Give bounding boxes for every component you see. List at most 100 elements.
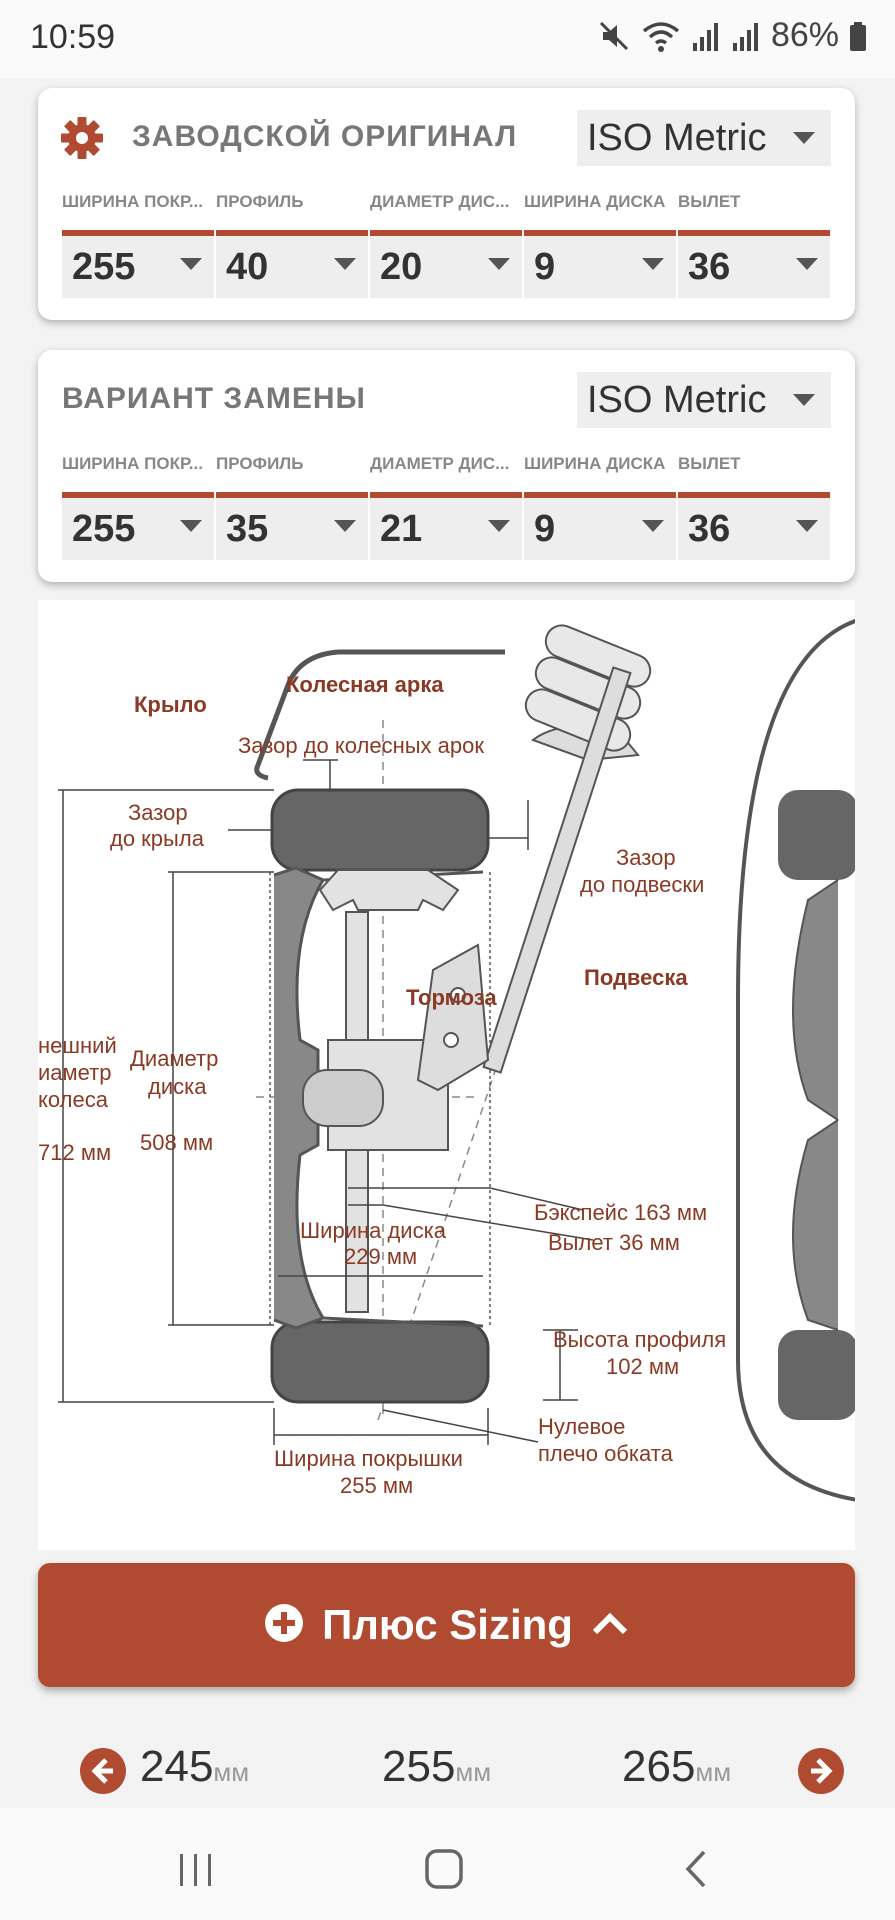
next-tire-top	[778, 790, 855, 880]
label-offset: Вылет 36 мм	[548, 1230, 680, 1255]
field-label: ШИРИНА ДИСКА	[524, 192, 666, 211]
chevron-down-icon	[642, 520, 664, 532]
field-rim-diameter: ДИАМЕТР ДИС... 21	[370, 454, 522, 560]
label-suspension: Подвеска	[584, 965, 688, 990]
label-sidewall-1: Высота профиля	[553, 1327, 726, 1352]
factory-card-title: ЗАВОДСКОЙ ОРИГИНАЛ	[132, 120, 518, 153]
system-nav-bar	[0, 1808, 895, 1920]
field-value: 255	[72, 246, 136, 288]
size-unit: мм	[695, 1757, 732, 1787]
wifi-icon	[641, 19, 681, 53]
size-value: 265	[622, 1742, 696, 1791]
rim-width-select[interactable]: 9	[524, 230, 676, 298]
chevron-down-icon	[488, 520, 510, 532]
label-outer-diameter-value: 712 мм	[38, 1140, 111, 1165]
label-backspace: Бэкспейс 163 мм	[534, 1200, 707, 1225]
tire-width-select[interactable]: 255	[62, 492, 214, 560]
label-brakes: Тормоза	[406, 985, 497, 1010]
label-sidewall-2: 102 мм	[606, 1354, 679, 1379]
label-rim-diameter-value: 508 мм	[140, 1130, 213, 1155]
next-rim-lower	[792, 1119, 839, 1331]
size-option[interactable]: 255мм	[382, 1742, 491, 1792]
fender-outline	[254, 649, 505, 781]
label-tire-width-1: Ширина покрышки	[274, 1446, 463, 1471]
replacement-fields: ШИРИНА ПОКР... 255 ПРОФИЛЬ 35 ДИАМЕТР ДИ…	[62, 454, 831, 560]
plus-sizing-button[interactable]: Плюс Sizing	[38, 1563, 855, 1687]
field-tire-width: ШИРИНА ПОКР... 255	[62, 192, 214, 298]
label-fender: Крыло	[134, 692, 207, 717]
status-bar: 10:59 86%	[0, 0, 895, 78]
profile-select[interactable]: 35	[216, 492, 368, 560]
status-time: 10:59	[30, 18, 116, 56]
tire-width-select[interactable]: 255	[62, 230, 214, 298]
arrow-right-button[interactable]	[798, 1748, 844, 1794]
label-outer-diameter-2: иаметр	[38, 1060, 111, 1085]
field-rim-width: ШИРИНА ДИСКА 9	[524, 454, 676, 560]
chevron-down-icon	[642, 258, 664, 270]
unit-system-value: ISO Metric	[587, 378, 767, 421]
size-value: 245	[140, 1742, 214, 1791]
label-wheel-arch: Колесная арка	[286, 672, 444, 697]
offset-select[interactable]: 36	[678, 492, 830, 560]
size-carousel: 245мм 255мм 265мм	[38, 1710, 855, 1810]
label-scrub-2: плечо обката	[538, 1441, 674, 1466]
size-option[interactable]: 245мм	[140, 1742, 249, 1792]
field-profile: ПРОФИЛЬ 35	[216, 454, 368, 560]
label-rim-width-1: Ширина диска	[300, 1218, 447, 1243]
rim-diameter-select[interactable]: 21	[370, 492, 522, 560]
chevron-down-icon	[793, 132, 815, 144]
size-unit: мм	[455, 1757, 492, 1787]
arrow-left-button[interactable]	[80, 1748, 126, 1794]
rim-diameter-select[interactable]: 20	[370, 230, 522, 298]
label-fender-clearance-1: Зазор	[128, 800, 188, 825]
label-fender-clearance-2: до крыла	[110, 826, 205, 851]
signal-icon	[691, 19, 721, 53]
field-value: 36	[688, 508, 731, 550]
chevron-down-icon	[334, 258, 356, 270]
size-option[interactable]: 265мм	[622, 1742, 731, 1792]
field-label: ШИРИНА ПОКР...	[62, 454, 203, 473]
recent-apps-icon[interactable]	[176, 1850, 216, 1895]
rim-width-select[interactable]: 9	[524, 492, 676, 560]
chevron-down-icon	[180, 258, 202, 270]
gear-icon[interactable]	[60, 116, 104, 165]
back-icon[interactable]	[680, 1848, 710, 1895]
label-tire-width-2: 255 мм	[340, 1473, 413, 1498]
field-label: ДИАМЕТР ДИС...	[370, 192, 510, 211]
field-value: 20	[380, 246, 423, 288]
profile-select[interactable]: 40	[216, 230, 368, 298]
field-label: ДИАМЕТР ДИС...	[370, 454, 510, 473]
offset-select[interactable]: 36	[678, 230, 830, 298]
field-value: 35	[226, 508, 269, 550]
chevron-down-icon	[796, 258, 818, 270]
field-tire-width: ШИРИНА ПОКР... 255	[62, 454, 214, 560]
field-profile: ПРОФИЛЬ 40	[216, 192, 368, 298]
field-value: 9	[534, 246, 556, 288]
arrow-left-icon	[91, 1758, 113, 1784]
wheel-fitment-diagram: Крыло Колесная арка Зазор до колесных ар…	[38, 600, 855, 1550]
battery-icon	[849, 19, 867, 53]
label-rim-diameter-2: диска	[148, 1074, 207, 1099]
mute-icon	[597, 19, 631, 53]
arrow-right-icon	[811, 1758, 833, 1784]
plus-sizing-label: Плюс Sizing	[322, 1601, 573, 1648]
chevron-down-icon	[334, 520, 356, 532]
field-label: ВЫЛЕТ	[678, 192, 741, 211]
dimension-lines	[58, 759, 594, 1445]
size-unit: мм	[213, 1757, 250, 1787]
label-scrub-1: Нулевое	[538, 1414, 625, 1439]
strut-rod	[482, 666, 632, 1074]
field-value: 21	[380, 508, 423, 550]
field-rim-diameter: ДИАМЕТР ДИС... 20	[370, 192, 522, 298]
chevron-down-icon	[488, 258, 510, 270]
unit-system-select[interactable]: ISO Metric	[577, 372, 831, 428]
field-rim-width: ШИРИНА ДИСКА 9	[524, 192, 676, 298]
tire-bottom	[270, 1320, 490, 1404]
field-label: ШИРИНА ДИСКА	[524, 454, 666, 473]
unit-system-value: ISO Metric	[587, 116, 767, 159]
home-icon[interactable]	[424, 1848, 464, 1895]
chevron-down-icon	[796, 520, 818, 532]
unit-system-select[interactable]: ISO Metric	[577, 110, 831, 166]
chevron-down-icon	[180, 520, 202, 532]
field-value: 36	[688, 246, 731, 288]
